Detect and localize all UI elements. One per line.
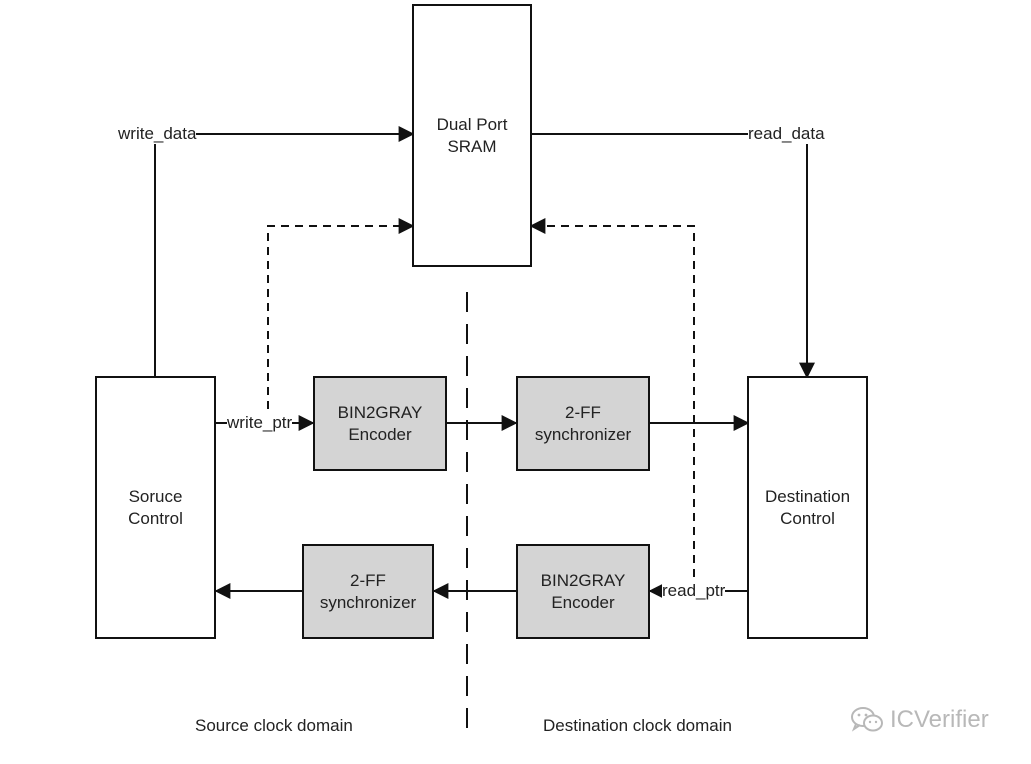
bin2gray-encoder-bottom-block: BIN2GRAY Encoder bbox=[516, 544, 650, 639]
synchronizer-top-block: 2-FF synchronizer bbox=[516, 376, 650, 471]
bin2gray-bottom-label: BIN2GRAY Encoder bbox=[540, 570, 626, 612]
source-domain-label: Source clock domain bbox=[195, 716, 353, 735]
sync-bottom-label: 2-FF synchronizer bbox=[319, 570, 417, 612]
read-ptr-label: read_ptr bbox=[662, 581, 726, 601]
dual-port-sram-block: Dual Port SRAM bbox=[412, 4, 532, 267]
sram-label: Dual Port SRAM bbox=[436, 114, 508, 156]
source-control-label: Soruce Control bbox=[128, 486, 183, 528]
write-data-wire bbox=[154, 126, 415, 376]
destination-domain-label: Destination clock domain bbox=[543, 716, 732, 735]
watermark: ICVerifier bbox=[850, 706, 989, 734]
write-data-label: write_data bbox=[118, 124, 197, 144]
destination-control-block: Destination Control bbox=[747, 376, 868, 639]
read-ptr-address-wire bbox=[529, 218, 695, 591]
sync-top-label: 2-FF synchronizer bbox=[534, 402, 632, 444]
write-ptr-label: write_ptr bbox=[227, 413, 293, 433]
watermark-text: ICVerifier bbox=[890, 706, 989, 733]
destination-control-label: Destination Control bbox=[764, 486, 851, 528]
read-data-label: read_data bbox=[748, 124, 825, 144]
source-control-block: Soruce Control bbox=[95, 376, 216, 639]
write-ptr-address-wire bbox=[267, 218, 415, 423]
read-data-wire bbox=[531, 133, 815, 379]
bin2gray-top-label: BIN2GRAY Encoder bbox=[337, 402, 423, 444]
bin2gray-encoder-top-block: BIN2GRAY Encoder bbox=[313, 376, 447, 471]
synchronizer-bottom-block: 2-FF synchronizer bbox=[302, 544, 434, 639]
wechat-icon bbox=[851, 707, 883, 732]
